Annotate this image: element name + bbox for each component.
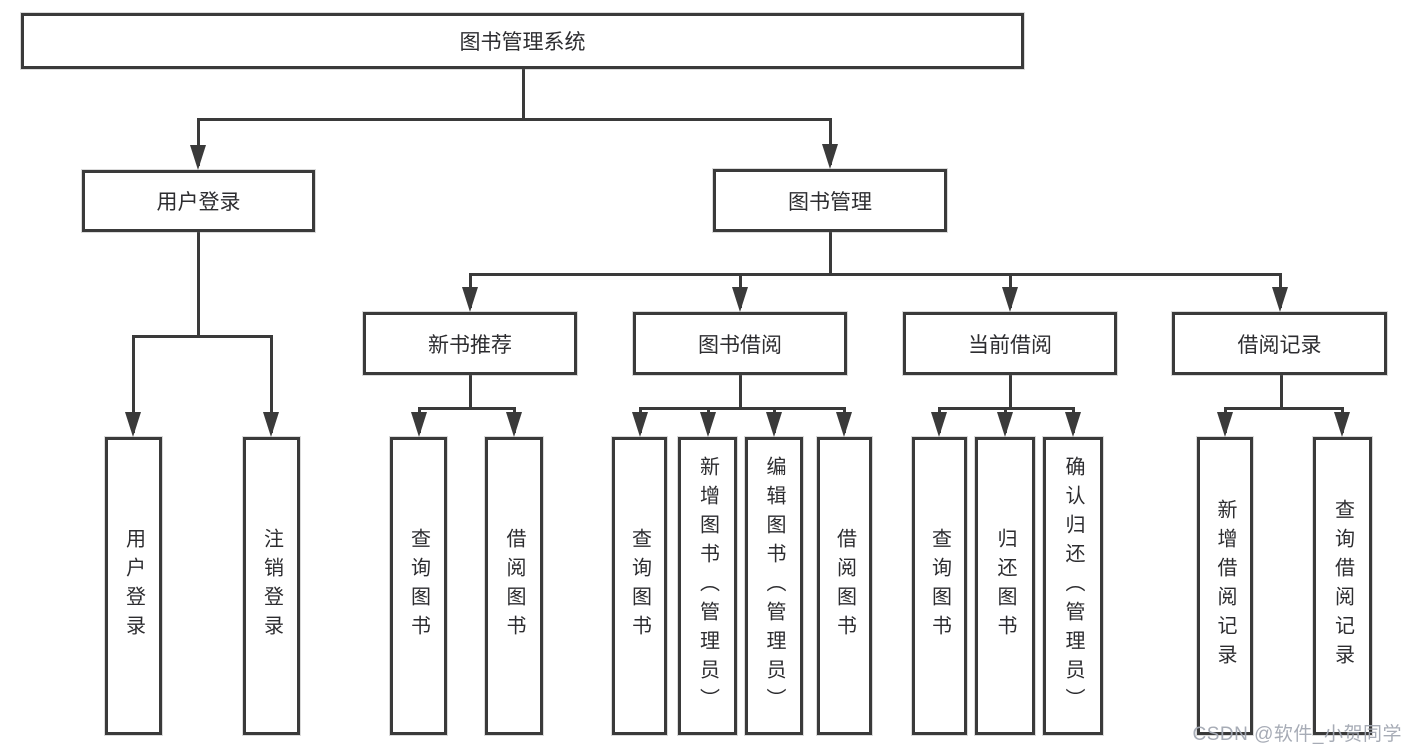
node-label: 查询借阅记录 [1331,499,1354,673]
edge-bar [196,118,832,121]
node-leaf-confirm-return-admin: 确认归还（管理员） [1043,437,1103,735]
edge-stem [738,375,742,410]
node-leaf-query-book-current: 查询图书 [912,437,967,735]
node-leaf-return-book: 归还图书 [975,437,1035,735]
arrow-down-icon [506,412,522,437]
node-borrow-record: 借阅记录 [1172,312,1387,375]
node-leaf-user-login: 用户登录 [105,437,162,735]
node-label: 编辑图书（管理员） [763,455,785,717]
node-label: 新增借阅记录 [1214,499,1236,673]
node-label: 归还图书 [994,528,1016,644]
edge-stem [1279,375,1283,410]
arrow-down-icon [190,145,206,170]
node-leaf-logout: 注销登录 [243,437,300,735]
edge-bar [1223,407,1344,410]
node-label: 新增图书（管理员） [696,455,719,717]
node-leaf-borrow-book-recommend: 借阅图书 [485,437,543,735]
node-leaf-add-borrow-record: 新增借阅记录 [1197,437,1253,735]
watermark: CSDN @软件_小贺同学 [1192,724,1402,745]
node-label: 用户登录 [122,528,145,644]
node-leaf-edit-book-admin: 编辑图书（管理员） [745,437,803,735]
node-label: 用户登录 [156,191,241,214]
arrow-down-icon [462,287,478,312]
node-user-login: 用户登录 [82,170,315,232]
arrow-down-icon [125,412,141,437]
node-current-borrow: 当前借阅 [903,312,1117,375]
node-book-management: 图书管理 [713,169,947,232]
arrow-down-icon [700,412,716,437]
node-leaf-add-book-admin: 新增图书（管理员） [678,437,737,735]
edge-bar [468,273,1282,276]
edge-bar [131,335,273,338]
arrow-down-icon [997,412,1013,437]
node-leaf-query-book-borrow: 查询图书 [612,437,667,735]
node-leaf-query-book-recommend: 查询图书 [390,437,447,735]
node-book-borrow: 图书借阅 [633,312,847,375]
node-root-library-system: 图书管理系统 [21,13,1024,69]
arrow-down-icon [411,412,427,437]
edge-stem [196,232,200,338]
arrow-down-icon [1065,412,1081,437]
edge-stem [468,375,472,410]
edge-drop [828,118,832,165]
edge-bar [638,407,846,410]
arrow-down-icon [732,287,748,312]
edge-stem [1008,375,1012,410]
node-label: 图书借阅 [698,333,782,357]
arrow-down-icon [632,412,648,437]
node-label: 查询图书 [628,528,651,644]
edge-drop [131,335,135,433]
node-label: 查询图书 [407,528,430,644]
node-label: 借阅记录 [1237,333,1322,357]
arrow-down-icon [822,144,838,169]
node-new-book-recommend: 新书推荐 [363,312,577,375]
arrow-down-icon [1002,287,1018,312]
edge-bar [417,407,516,410]
edge-stem [521,69,525,121]
node-label: 图书管理系统 [459,31,586,54]
edge-drop [269,335,273,433]
arrow-down-icon [263,412,279,437]
arrow-down-icon [1272,287,1288,312]
node-leaf-query-borrow-record: 查询借阅记录 [1313,437,1372,735]
node-label: 注销登录 [260,528,283,644]
node-label: 当前借阅 [968,333,1052,357]
arrow-down-icon [931,412,947,437]
arrow-down-icon [836,412,852,437]
node-label: 图书管理 [788,190,872,214]
edge-stem [828,232,832,276]
node-label: 借阅图书 [833,528,856,644]
arrow-down-icon [1217,412,1233,437]
node-label: 新书推荐 [428,333,512,357]
node-label: 查询图书 [928,528,951,644]
edge-drop [196,118,200,166]
node-label: 借阅图书 [503,528,525,644]
arrow-down-icon [1334,412,1350,437]
node-label: 确认归还（管理员） [1062,455,1084,717]
arrow-down-icon [766,412,782,437]
node-leaf-borrow-book: 借阅图书 [817,437,872,735]
